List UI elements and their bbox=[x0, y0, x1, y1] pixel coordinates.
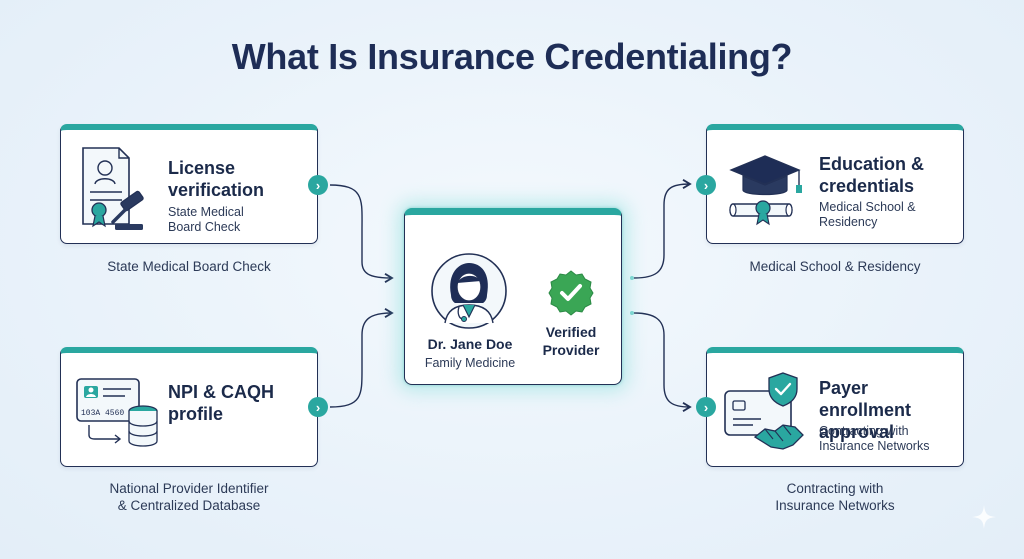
graduation-cap-diploma-icon bbox=[729, 155, 802, 226]
payer-chevron-icon[interactable]: › bbox=[696, 397, 716, 417]
id-card-database-icon: 103A 4560 bbox=[76, 378, 158, 447]
license-certificate-gavel-icon bbox=[82, 147, 144, 230]
education-caption: Medical School & Residency bbox=[749, 259, 921, 274]
payer-caption: Contracting with Insurance Networks bbox=[775, 481, 895, 513]
npi-caption: National Provider Identifier & Centraliz… bbox=[109, 481, 269, 513]
id-number-text: 103A 4560 bbox=[81, 409, 124, 418]
license-caption: State Medical Board Check bbox=[107, 259, 271, 274]
sparkle-icon bbox=[972, 505, 996, 529]
payer-card-title: Payer enrollment approval bbox=[819, 378, 912, 442]
npi-chevron-icon[interactable]: › bbox=[308, 397, 328, 417]
education-chevron-icon[interactable]: › bbox=[696, 175, 716, 195]
provider-profile-card: Dr. Jane Doe Family Medicine Verified Pr… bbox=[404, 208, 622, 385]
payer-card-subtitle: Contracting with Insurance Networks bbox=[819, 424, 930, 453]
npi-card-title: NPI & CAQH profile bbox=[168, 382, 275, 424]
education-credentials-card: Education & credentials Medical School &… bbox=[706, 124, 964, 244]
education-card-subtitle: Medical School & Residency bbox=[819, 200, 916, 229]
npi-caqh-card: 103A 4560 NPI & CAQH profile bbox=[60, 347, 318, 467]
doctor-avatar-icon bbox=[431, 253, 507, 329]
education-card-title: Education & credentials bbox=[819, 154, 925, 196]
connector-center-to-payer bbox=[633, 312, 692, 412]
connector-center-to-education bbox=[633, 179, 692, 279]
license-chevron-icon[interactable]: › bbox=[308, 175, 328, 195]
license-card-title: License verification bbox=[168, 158, 265, 200]
page-title: What Is Insurance Credentialing? bbox=[231, 36, 793, 77]
license-card-subtitle: State Medical Board Check bbox=[168, 205, 244, 234]
connector-license-to-center bbox=[329, 184, 394, 283]
verified-provider-label: Verified Provider bbox=[542, 324, 600, 358]
provider-name: Dr. Jane Doe bbox=[427, 336, 513, 352]
license-verification-card: License verification State Medical Board… bbox=[60, 124, 318, 244]
card-shield-handshake-icon bbox=[724, 372, 804, 450]
verified-badge-icon bbox=[548, 270, 594, 316]
provider-specialty: Family Medicine bbox=[424, 356, 516, 370]
connector-npi-to-center bbox=[329, 308, 394, 408]
payer-enrollment-card: Payer enrollment approval Contracting wi… bbox=[706, 347, 964, 467]
